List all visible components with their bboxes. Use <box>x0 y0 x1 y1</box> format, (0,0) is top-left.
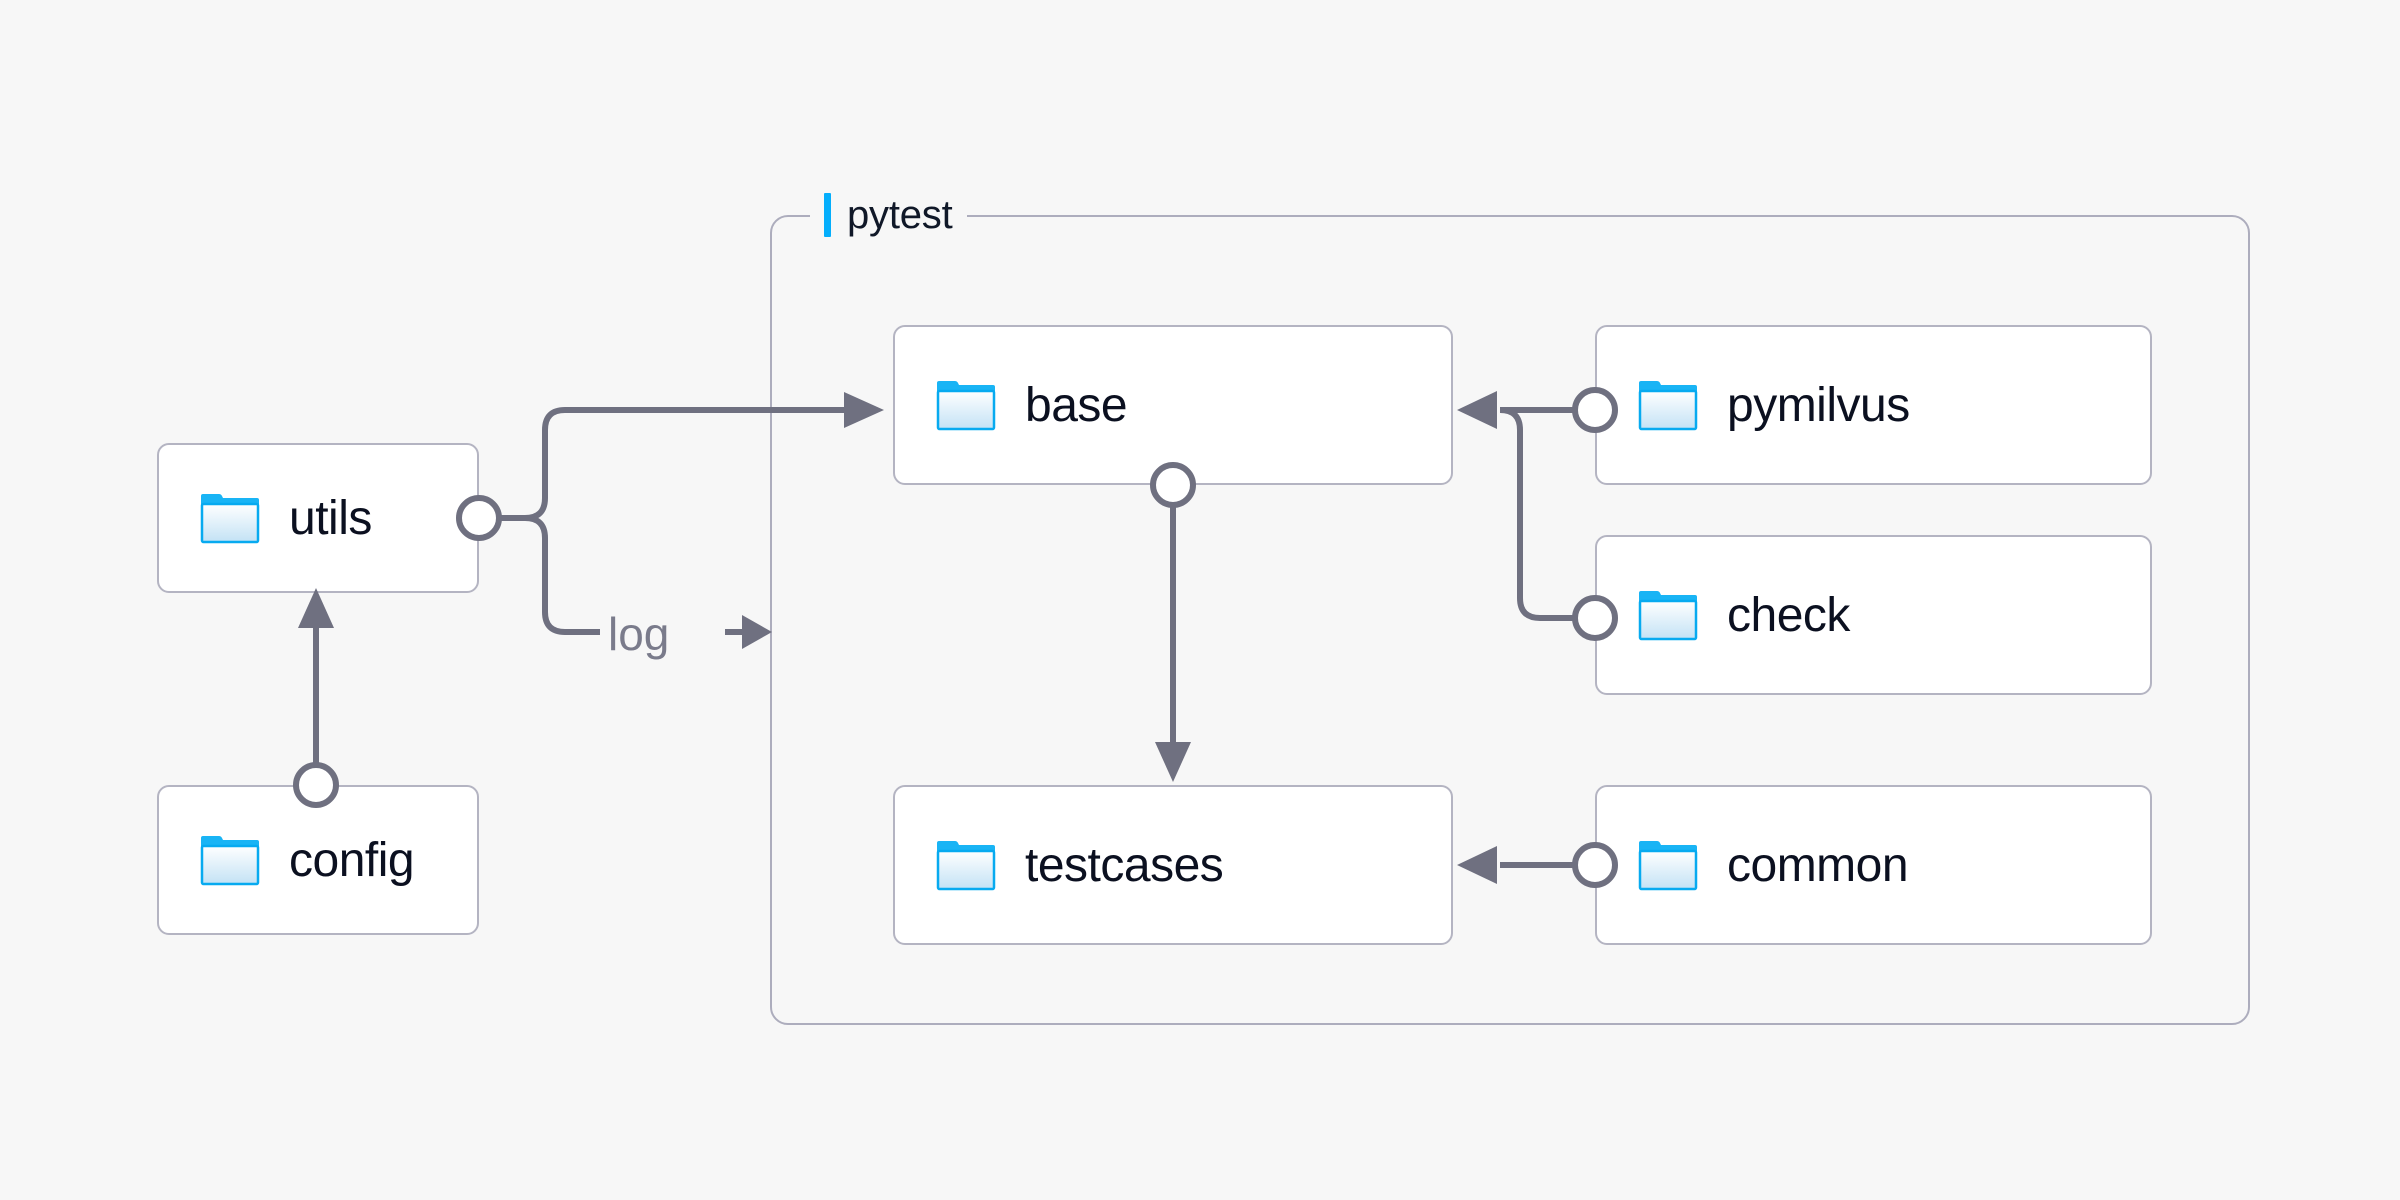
group-title: pytest <box>847 192 953 237</box>
node-testcases[interactable]: testcases <box>893 785 1453 945</box>
folder-icon <box>200 836 260 886</box>
group-label-pytest: pytest <box>810 187 967 243</box>
node-utils[interactable]: utils <box>157 443 479 593</box>
edge-utils-to-log <box>479 515 600 635</box>
node-label: base <box>1025 378 1128 432</box>
node-label: check <box>1727 588 1850 642</box>
node-label: pymilvus <box>1727 378 1910 432</box>
folder-icon <box>936 381 996 431</box>
node-label: utils <box>289 491 372 545</box>
edge-config-to-utils <box>293 588 339 808</box>
folder-icon <box>1638 381 1698 431</box>
folder-icon <box>200 494 260 544</box>
node-pymilvus[interactable]: pymilvus <box>1595 325 2152 485</box>
folder-icon <box>936 841 996 891</box>
node-label: testcases <box>1025 838 1224 892</box>
accent-bar-icon <box>824 193 831 237</box>
node-label: config <box>289 833 415 887</box>
node-config[interactable]: config <box>157 785 479 935</box>
folder-icon <box>1638 591 1698 641</box>
edge-log-arrow-icon <box>725 615 772 649</box>
node-label: common <box>1727 838 1909 892</box>
edge-label-log: log <box>608 608 669 660</box>
folder-icon <box>1638 841 1698 891</box>
node-check[interactable]: check <box>1595 535 2152 695</box>
node-common[interactable]: common <box>1595 785 2152 945</box>
node-base[interactable]: base <box>893 325 1453 485</box>
